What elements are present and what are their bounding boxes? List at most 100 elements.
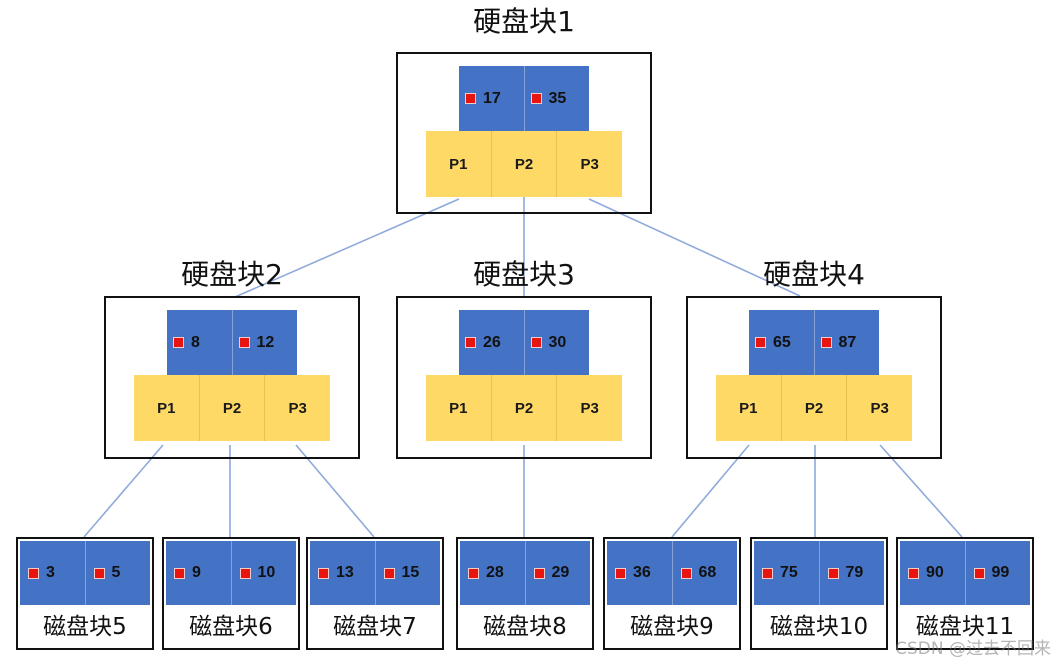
key-value: 68 <box>698 564 717 581</box>
key-cell: 99 <box>964 541 1031 605</box>
pointer-cell: P2 <box>780 375 847 441</box>
key-row: 65 87 <box>749 310 879 375</box>
leaf-block: 9 10 磁盘块6 <box>162 537 300 650</box>
key-row: 28 29 <box>460 541 590 605</box>
key-cell: 36 <box>607 541 672 605</box>
key-cell: 17 <box>459 66 524 131</box>
pointer-row: P1 P2 P3 <box>716 375 912 441</box>
key-value: 15 <box>401 564 420 581</box>
key-cell: 90 <box>900 541 965 605</box>
pointer-cell: P2 <box>490 131 557 197</box>
leaf-block: 36 68 磁盘块9 <box>603 537 741 650</box>
internal-block: 8 12 P1 P2 P3 <box>104 296 360 459</box>
data-marker-icon <box>238 337 250 348</box>
key-cell: 12 <box>231 310 298 375</box>
block4-title: 硬盘块4 <box>763 258 865 291</box>
data-marker-icon <box>615 567 626 579</box>
pointer-row: P1 P2 P3 <box>426 375 622 441</box>
data-marker-icon <box>908 567 919 579</box>
pointer-row: P1 P2 P3 <box>426 131 622 197</box>
pointer-cell: P3 <box>556 131 622 197</box>
pointer-row: P1 P2 P3 <box>134 375 330 441</box>
key-cell: 5 <box>84 541 151 605</box>
key-value: 10 <box>257 564 276 581</box>
key-value: 87 <box>838 333 857 351</box>
key-value: 17 <box>483 89 501 107</box>
key-cell: 65 <box>749 310 814 375</box>
data-marker-icon <box>383 567 395 579</box>
key-cell: 75 <box>754 541 819 605</box>
pointer-cell: P1 <box>739 399 758 417</box>
key-value: 36 <box>633 564 651 581</box>
key-value: 29 <box>551 564 570 581</box>
leaf-block: 3 5 磁盘块5 <box>16 537 154 650</box>
leaf-block-label: 磁盘块8 <box>483 614 567 640</box>
key-value: 13 <box>336 564 354 581</box>
data-marker-icon <box>239 567 251 579</box>
edge-block2-p3-to-leaf7 <box>295 444 375 538</box>
leaf-block: 13 15 磁盘块7 <box>306 537 444 650</box>
data-marker-icon <box>680 567 692 579</box>
key-cell: 3 <box>20 541 85 605</box>
leaf-block: 28 29 磁盘块8 <box>456 537 594 650</box>
leaf-block: 90 99 磁盘块11 <box>896 537 1034 650</box>
data-marker-icon <box>755 337 766 348</box>
key-row: 8 12 <box>167 310 297 375</box>
leaf-block-label: 磁盘块9 <box>630 614 714 640</box>
leaf-block-label: 磁盘块6 <box>189 614 273 640</box>
leaf-block-label: 磁盘块7 <box>333 614 417 640</box>
root-block: 17 35 P1 P2 P3 <box>396 52 652 214</box>
key-row: 13 15 <box>310 541 440 605</box>
key-cell: 26 <box>459 310 524 375</box>
leaf-block-label: 磁盘块10 <box>769 614 869 640</box>
key-cell: 28 <box>460 541 525 605</box>
data-marker-icon <box>468 567 479 579</box>
key-row: 36 68 <box>607 541 737 605</box>
data-marker-icon <box>533 567 545 579</box>
data-marker-icon <box>465 337 476 348</box>
leaf-block-label: 磁盘块11 <box>915 614 1015 640</box>
key-cell: 13 <box>310 541 375 605</box>
data-marker-icon <box>827 567 839 579</box>
key-cell: 29 <box>524 541 591 605</box>
key-cell: 87 <box>813 310 880 375</box>
data-marker-icon <box>465 93 476 104</box>
edge-root-p3-to-block4 <box>588 198 801 297</box>
data-marker-icon <box>973 567 985 579</box>
key-value: 30 <box>548 333 567 351</box>
pointer-cell: P3 <box>556 375 622 441</box>
leaf-block-label: 磁盘块5 <box>43 614 127 640</box>
key-row: 9 10 <box>166 541 296 605</box>
data-marker-icon <box>318 567 329 579</box>
key-row: 90 99 <box>900 541 1030 605</box>
key-cell: 30 <box>523 310 590 375</box>
key-row: 26 30 <box>459 310 589 375</box>
root-block-title: 硬盘块1 <box>473 5 575 38</box>
edge-root-p1-to-block2 <box>234 198 460 298</box>
pointer-cell: P3 <box>264 375 330 441</box>
key-value: 65 <box>773 333 791 351</box>
pointer-cell: P3 <box>846 375 912 441</box>
key-value: 79 <box>845 564 864 581</box>
key-value: 35 <box>548 89 567 107</box>
key-value: 12 <box>256 333 275 351</box>
key-cell: 10 <box>230 541 297 605</box>
key-value: 90 <box>926 564 944 581</box>
key-cell: 79 <box>818 541 885 605</box>
data-marker-icon <box>174 567 185 579</box>
pointer-cell: P2 <box>198 375 265 441</box>
edge-block2-p1-to-leaf5 <box>83 444 164 538</box>
key-value: 99 <box>991 564 1010 581</box>
block2-title: 硬盘块2 <box>181 258 283 291</box>
data-marker-icon <box>820 337 832 348</box>
key-value: 9 <box>192 564 201 581</box>
key-value: 75 <box>780 564 798 581</box>
key-value: 26 <box>483 333 501 351</box>
watermark: CSDN @过去不回来 <box>895 639 1051 659</box>
key-value: 28 <box>486 564 504 581</box>
data-marker-icon <box>173 337 184 348</box>
pointer-cell: P1 <box>157 399 176 417</box>
data-marker-icon <box>530 337 542 348</box>
key-cell: 9 <box>166 541 231 605</box>
